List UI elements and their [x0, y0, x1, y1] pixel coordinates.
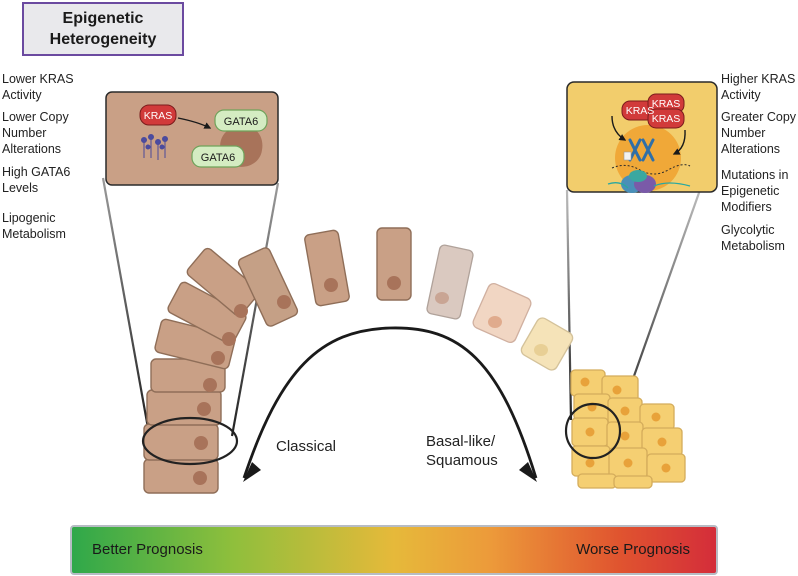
divergence-arrow	[242, 326, 538, 479]
transition-cell	[520, 317, 574, 371]
kras-label: KRAS	[626, 105, 655, 117]
lipid-glyph	[141, 134, 168, 160]
left-feature-copy-number: Lower Copy Number Alterations	[2, 110, 69, 156]
right-feature-metabolism: Glycolytic Metabolism	[721, 223, 785, 253]
classical-cell-stack	[143, 227, 412, 494]
basal-cell	[613, 475, 653, 489]
basal-zoom-cell	[566, 81, 718, 193]
nucleus	[277, 295, 291, 309]
kras-arrow-left	[611, 115, 627, 141]
kras-protein	[139, 104, 177, 126]
left-zoom-line-outer	[101, 177, 150, 429]
nucleus	[193, 471, 207, 485]
better-prognosis-label: Better Prognosis	[92, 541, 203, 558]
left-zoom-circle	[141, 416, 239, 466]
nucleus	[203, 378, 217, 392]
right-feature-kras: Higher KRAS Activity	[721, 72, 796, 102]
nucleus	[222, 332, 236, 346]
kras-protein	[647, 108, 685, 129]
left-feature-metabolism: Lipogenic Metabolism	[2, 211, 66, 241]
nucleus	[534, 344, 548, 356]
left-zoom-line-inner	[230, 182, 280, 437]
right-zoom-line-outer	[565, 189, 573, 421]
basal-cell	[577, 473, 617, 489]
kras-label: KRAS	[144, 110, 173, 122]
transition-cell	[472, 282, 532, 344]
arrowhead-left	[243, 462, 261, 482]
nucleus	[194, 436, 208, 450]
kras-to-gata6-arrow	[177, 117, 212, 129]
nucleus	[234, 304, 248, 318]
right-feature-copy-number: Greater Copy Number Alterations	[721, 110, 797, 156]
nucleus	[197, 402, 211, 416]
left-feature-kras: Lower KRAS Activity	[2, 72, 74, 102]
nucleus	[211, 351, 225, 365]
transition-cell	[426, 244, 474, 320]
nucleus	[387, 276, 401, 290]
left-feature-gata6: High GATA6 Levels	[2, 165, 71, 195]
dna-wrap	[607, 182, 691, 189]
gata6-label-upper: GATA6	[224, 116, 258, 128]
classical-cell	[304, 229, 350, 307]
mutation-marker	[623, 151, 632, 161]
gata6-protein	[191, 145, 245, 168]
nucleus	[488, 316, 502, 328]
right-feature-epigenetic: Mutations in Epigenetic Modifiers	[721, 168, 789, 214]
classical-zoom-cell	[105, 91, 279, 186]
classical-cell	[186, 247, 260, 317]
arrowhead-right	[519, 462, 537, 482]
nucleus	[435, 292, 449, 304]
right-zoom-circle	[564, 402, 622, 460]
worse-prognosis-label: Worse Prognosis	[576, 541, 690, 558]
basal-like-label: Basal-like/ Squamous	[426, 433, 498, 469]
gata6-label-lower: GATA6	[201, 152, 235, 164]
gata6-protein	[214, 109, 268, 132]
kras-arrow-right	[672, 129, 686, 155]
dna-strand	[611, 164, 691, 175]
classical-nuclei	[193, 276, 401, 485]
kras-label: KRAS	[652, 113, 681, 125]
nucleus	[324, 278, 338, 292]
prognosis-gradient-bar: Better Prognosis Worse Prognosis	[70, 525, 718, 575]
chromosome-icon	[628, 138, 655, 162]
nucleosome-icon	[621, 170, 656, 193]
classical-label: Classical	[276, 438, 337, 455]
classical-cell	[376, 227, 412, 301]
basal-cell-cluster	[570, 369, 686, 489]
title-box: Epigenetic Heterogeneity	[22, 2, 184, 56]
kras-label: KRAS	[652, 98, 681, 110]
title: Epigenetic Heterogeneity	[49, 10, 157, 48]
